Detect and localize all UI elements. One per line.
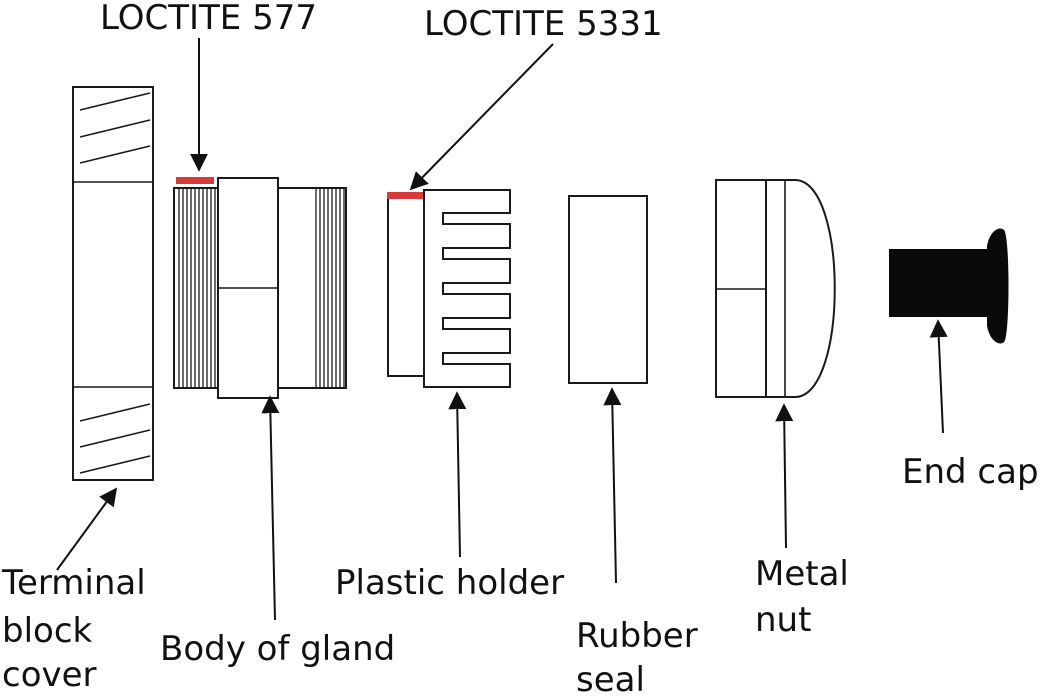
plastic-holder-label: Plastic holder bbox=[335, 563, 564, 603]
arrow-body-of-gland bbox=[261, 395, 280, 621]
arrow-metal-nut bbox=[775, 403, 794, 549]
plastic-holder-part bbox=[387, 189, 511, 388]
terminal-block-cover-line-3: cover bbox=[2, 655, 97, 695]
terminal-block-cover-part bbox=[72, 86, 154, 481]
arrow-terminal-block-cover bbox=[56, 487, 118, 571]
body-of-gland-label: Body of gland bbox=[160, 629, 395, 669]
loctite-577-label: LOCTITE 577 bbox=[100, 0, 317, 38]
loctite-5331-mark bbox=[387, 192, 423, 199]
arrow-rubber-seal bbox=[603, 387, 622, 584]
rubber-seal-line-2: seal bbox=[576, 660, 645, 695]
metal-nut-part bbox=[715, 179, 836, 398]
arrow-end-cap bbox=[929, 319, 948, 434]
metal-nut-label: Metal nut bbox=[755, 554, 860, 640]
terminal-block-cover-label: Terminal block cover bbox=[1, 563, 157, 695]
metal-nut-line-1: Metal bbox=[755, 554, 849, 594]
callout-arrows bbox=[56, 38, 948, 621]
terminal-block-cover-line-2: block bbox=[2, 611, 93, 651]
metal-nut-line-2: nut bbox=[755, 600, 811, 640]
end-cap-part bbox=[889, 228, 1009, 344]
loctite-5331-label: LOCTITE 5331 bbox=[424, 4, 663, 44]
loctite-577-mark bbox=[176, 177, 214, 184]
rubber-seal-line-1: Rubber bbox=[576, 616, 698, 656]
end-cap-label: End cap bbox=[902, 452, 1039, 492]
arrow-plastic-holder bbox=[448, 391, 467, 558]
terminal-block-cover-line-1: Terminal bbox=[1, 563, 146, 603]
arrow-loctite-5331 bbox=[409, 43, 554, 191]
body-of-gland-part bbox=[173, 177, 347, 399]
rubber-seal-label: Rubber seal bbox=[576, 616, 709, 695]
rubber-seal-part bbox=[568, 195, 648, 384]
